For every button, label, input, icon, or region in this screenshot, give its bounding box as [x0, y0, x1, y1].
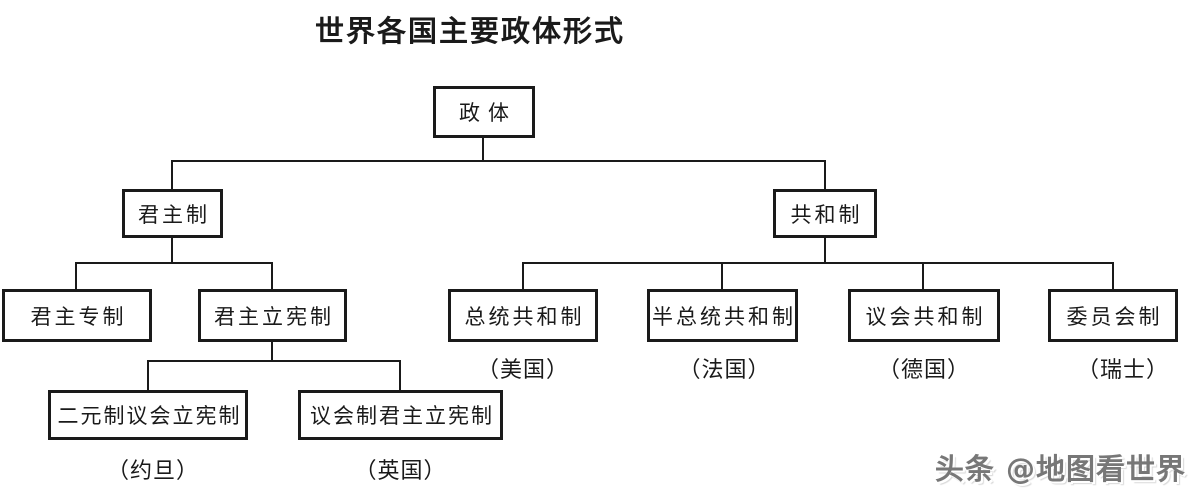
connector-to-republic — [824, 160, 826, 189]
country-label-usa: （美国） — [476, 358, 569, 383]
country-label-uk: （英国） — [354, 459, 447, 484]
connector-monarchy-down — [171, 238, 173, 264]
connector-to-semi-presidential-republic — [721, 262, 723, 289]
connector-root-down — [482, 138, 484, 162]
node-box-constitutional-monarchy: 君主立宪制 — [198, 289, 347, 342]
connector-to-parliamentary-republic — [922, 262, 924, 289]
node-box-semi-presidential-republic: 半总统共和制 — [647, 289, 798, 342]
connector-to-council-system — [1112, 262, 1114, 289]
country-label-germany: （德国） — [877, 358, 970, 383]
node-box-council-system: 委员会制 — [1048, 289, 1178, 342]
node-box-polity: 政体 — [433, 86, 535, 138]
node-box-parliamentary-republic: 议会共和制 — [848, 289, 1000, 342]
connector-to-dual-system — [147, 360, 149, 390]
connector-to-parliamentary-monarchy — [399, 360, 401, 390]
connector-to-monarchy — [171, 160, 173, 189]
watermark-toutiao: 头条 @地图看世界 — [934, 452, 1186, 486]
node-box-absolute-monarchy: 君主专制 — [2, 289, 152, 342]
node-box-monarchy: 君主制 — [122, 189, 223, 238]
node-box-parliamentary-constitutional-monarchy: 议会制君主立宪制 — [298, 390, 503, 440]
diagram-title: 世界各国主要政体形式 — [314, 14, 625, 48]
node-box-republic: 共和制 — [773, 189, 877, 238]
country-label-switzerland: （瑞士） — [1076, 358, 1169, 383]
country-label-france: （法国） — [678, 358, 771, 383]
node-box-dual-system-constitutional: 二元制议会立宪制 — [48, 390, 248, 440]
connector-republic-rail — [522, 262, 1114, 264]
connector-to-presidential-republic — [522, 262, 524, 289]
connector-constitutional-down — [271, 342, 273, 362]
connector-to-absolute-monarchy — [75, 262, 77, 289]
connector-monarchy-rail — [75, 262, 273, 264]
connector-republic-down — [824, 238, 826, 264]
connector-level1-rail — [171, 160, 826, 162]
connector-to-constitutional-monarchy — [271, 262, 273, 289]
connector-constitutional-rail — [147, 360, 401, 362]
country-label-jordan: （约旦） — [106, 459, 199, 484]
node-box-presidential-republic: 总统共和制 — [448, 289, 598, 342]
